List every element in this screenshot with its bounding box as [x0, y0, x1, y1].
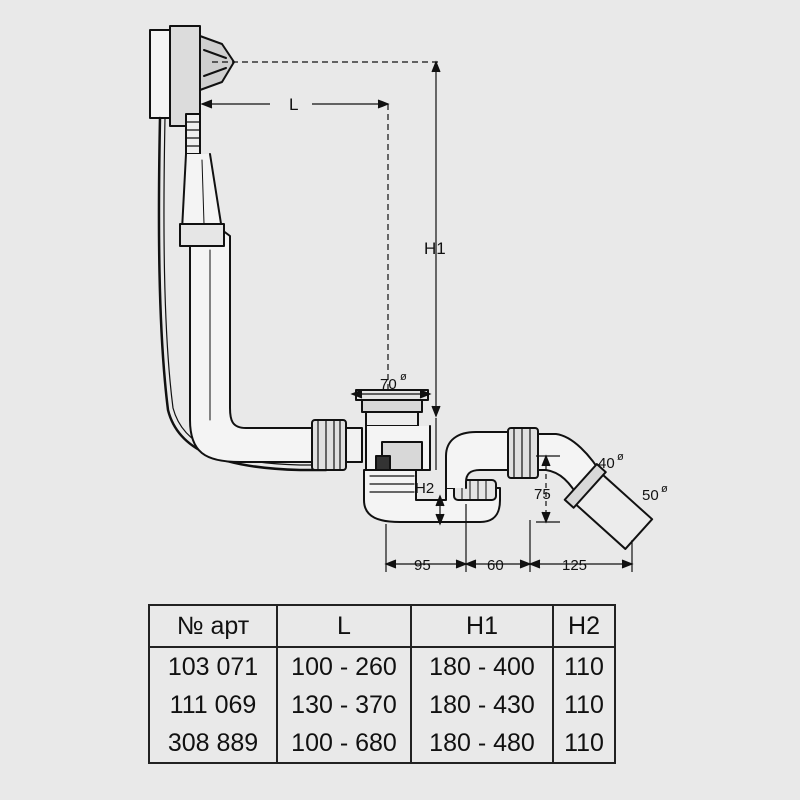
cell-article-no: 103 071 [148, 647, 278, 686]
cell-article-no: 111 069 [148, 686, 278, 724]
table-row: 103 071 100 - 260 180 - 400 110 [148, 647, 616, 686]
cell-H2: 110 [552, 686, 616, 724]
union-nut-left [311, 419, 363, 471]
cell-H1: 180 - 400 [410, 647, 554, 686]
dim-label-60: 60 [487, 557, 504, 574]
dim-label-95: 95 [414, 557, 431, 574]
table-row: 111 069 130 - 370 180 - 430 110 [148, 686, 616, 724]
dim-label-50: 50 [642, 487, 659, 504]
dim-label-40: 40 [598, 455, 615, 472]
overflow-head [149, 25, 235, 155]
bowden-cable [157, 116, 328, 472]
dim-label-L: L [289, 95, 298, 114]
cell-article-no: 308 889 [148, 724, 278, 764]
header-H2: H2 [552, 604, 616, 648]
diameter-symbol-40: ø [617, 451, 624, 463]
table-row: 308 889 100 - 680 180 - 480 110 [148, 724, 616, 764]
cell-L: 100 - 260 [276, 647, 412, 686]
specification-table: № арт L H1 H2 103 071 100 - 260 180 - 40… [148, 604, 616, 764]
cell-H2: 110 [552, 724, 616, 764]
cell-H1: 180 - 480 [410, 724, 554, 764]
drain-assembly-drawing: L H1 H2 70 ø 40 ø 50 ø 75 95 60 125 [149, 25, 668, 574]
dim-label-70: 70 [380, 376, 397, 393]
outlet-elbow [445, 427, 654, 550]
cell-L: 100 - 680 [276, 724, 412, 764]
diameter-symbol-70: ø [400, 371, 407, 383]
dim-label-125: 125 [562, 557, 587, 574]
table-header-row: № арт L H1 H2 [148, 604, 616, 648]
cell-H1: 180 - 430 [410, 686, 554, 724]
cell-L: 130 - 370 [276, 686, 412, 724]
dim-label-75: 75 [534, 486, 551, 503]
header-L: L [276, 604, 412, 648]
dim-label-H1: H1 [424, 239, 446, 258]
dim-label-H2: H2 [415, 480, 434, 497]
drain-body [355, 389, 501, 523]
diameter-symbol-50: ø [661, 483, 668, 495]
header-H1: H1 [410, 604, 554, 648]
header-article-no: № арт [148, 604, 278, 648]
overflow-pipe [179, 153, 313, 463]
dimension-lines [200, 60, 634, 572]
cell-H2: 110 [552, 647, 616, 686]
